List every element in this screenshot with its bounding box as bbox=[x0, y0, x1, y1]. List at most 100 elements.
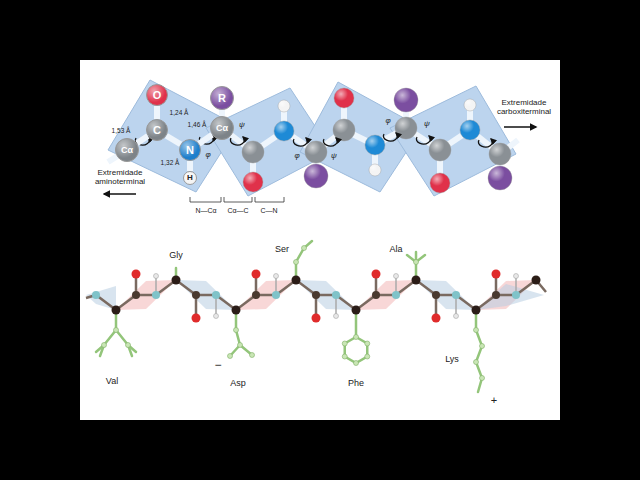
rotation-arrow bbox=[383, 133, 397, 141]
backbone-atom bbox=[532, 276, 541, 285]
atom bbox=[394, 88, 418, 112]
side-chain bbox=[116, 330, 128, 345]
oxygen-atom bbox=[132, 270, 141, 279]
bracket bbox=[190, 197, 221, 202]
side-chain-atom bbox=[474, 328, 479, 333]
bond bbox=[199, 135, 212, 144]
atom-ball: Cα bbox=[210, 116, 234, 140]
backbone-atom bbox=[192, 291, 200, 299]
atom bbox=[460, 120, 480, 140]
torsion-angle: φ bbox=[205, 151, 210, 160]
atom bbox=[243, 172, 263, 192]
torsion-angle: φ bbox=[294, 152, 299, 161]
backbone-atom bbox=[452, 291, 460, 299]
bond-length: 1,53 Å bbox=[112, 127, 131, 134]
backbone-atom bbox=[92, 291, 100, 299]
side-chain-atom bbox=[234, 328, 239, 333]
torsion-angle: φ bbox=[385, 117, 390, 126]
terminus-label: Extremidade aminoterminal bbox=[89, 169, 151, 187]
side-chain-atom bbox=[126, 343, 131, 348]
atom bbox=[489, 143, 511, 165]
side-chain bbox=[296, 241, 312, 280]
hydrogen-atom bbox=[154, 274, 159, 279]
side-chain-atom bbox=[480, 376, 485, 381]
oxygen-atom bbox=[492, 270, 501, 279]
atom bbox=[369, 164, 381, 176]
charge-sign: − bbox=[214, 359, 221, 372]
side-chain-atom bbox=[294, 260, 299, 265]
atom bbox=[305, 141, 327, 163]
side-chain-atom bbox=[354, 361, 359, 366]
backbone-atom bbox=[332, 291, 340, 299]
atom bbox=[365, 135, 385, 155]
side-chain-atom bbox=[102, 343, 107, 348]
bond bbox=[154, 106, 160, 119]
backbone-atom bbox=[372, 291, 380, 299]
atom-ball: O bbox=[146, 84, 168, 106]
backbone-atom bbox=[232, 306, 241, 315]
rotation-arrow bbox=[478, 139, 492, 147]
backbone-atom bbox=[292, 276, 301, 285]
peptide-plane bbox=[390, 86, 516, 196]
residue-name: Val bbox=[106, 377, 118, 387]
peptide-plane bbox=[300, 82, 422, 192]
bracket bbox=[224, 197, 252, 202]
torsion-angle: ψ bbox=[424, 120, 430, 129]
side-chain-atom bbox=[354, 335, 359, 340]
bracket bbox=[255, 197, 284, 202]
side-chain-atom bbox=[250, 353, 255, 358]
side-chain-atom bbox=[302, 246, 307, 251]
backbone-atom bbox=[172, 276, 181, 285]
residue-name: Lys bbox=[445, 355, 459, 365]
atom-symbol: Cα bbox=[216, 124, 228, 133]
atom bbox=[274, 121, 294, 141]
atom bbox=[464, 99, 476, 111]
torsion-angle: ψ bbox=[331, 152, 337, 161]
residue-name: Gly bbox=[169, 251, 183, 261]
oxygen-atom bbox=[252, 270, 261, 279]
slide-panel bbox=[80, 60, 560, 420]
terminus-arrow bbox=[504, 126, 536, 128]
hydrogen-atom bbox=[214, 314, 219, 319]
residue-name: Asp bbox=[230, 379, 246, 389]
phenyl-ring bbox=[345, 337, 368, 363]
atom bbox=[488, 166, 512, 190]
hydrogen-atom bbox=[394, 274, 399, 279]
side-chain-atom bbox=[365, 354, 370, 359]
bond bbox=[137, 136, 148, 143]
atom bbox=[430, 173, 450, 193]
side-chain-atom bbox=[480, 344, 485, 349]
backbone-atom bbox=[272, 291, 280, 299]
bond-name: N—Cα bbox=[195, 207, 216, 215]
atom bbox=[242, 141, 264, 163]
backbone-atom bbox=[392, 291, 400, 299]
atom-symbol: O bbox=[153, 90, 162, 101]
residue-name: Phe bbox=[348, 379, 364, 389]
terminus-label: Extremidade carboxiterminal bbox=[492, 99, 556, 117]
side-chain-atom bbox=[474, 360, 479, 365]
backbone-atom bbox=[152, 291, 160, 299]
backbone-atom bbox=[132, 291, 140, 299]
hydrogen-atom bbox=[274, 274, 279, 279]
backbone-atom bbox=[472, 306, 481, 315]
side-chain-atom bbox=[114, 328, 119, 333]
atom bbox=[278, 100, 290, 112]
bond-length: 1,32 Å bbox=[161, 159, 180, 166]
oxygen-atom bbox=[372, 270, 381, 279]
atom-ball: R bbox=[210, 86, 234, 110]
atom-ball: H bbox=[183, 171, 197, 185]
atom bbox=[334, 88, 354, 108]
hydrogen-atom bbox=[334, 314, 339, 319]
backbone-atom bbox=[112, 306, 121, 315]
atom-symbol: H bbox=[187, 174, 193, 182]
side-chain-atom bbox=[365, 341, 370, 346]
atom-symbol: R bbox=[218, 93, 226, 104]
atom-symbol: N bbox=[186, 145, 194, 156]
rotation-arrow bbox=[323, 138, 337, 146]
atom-ball: Cα bbox=[115, 138, 139, 162]
bond-length: 1,24 Å bbox=[170, 109, 189, 116]
backbone-atom bbox=[212, 291, 220, 299]
